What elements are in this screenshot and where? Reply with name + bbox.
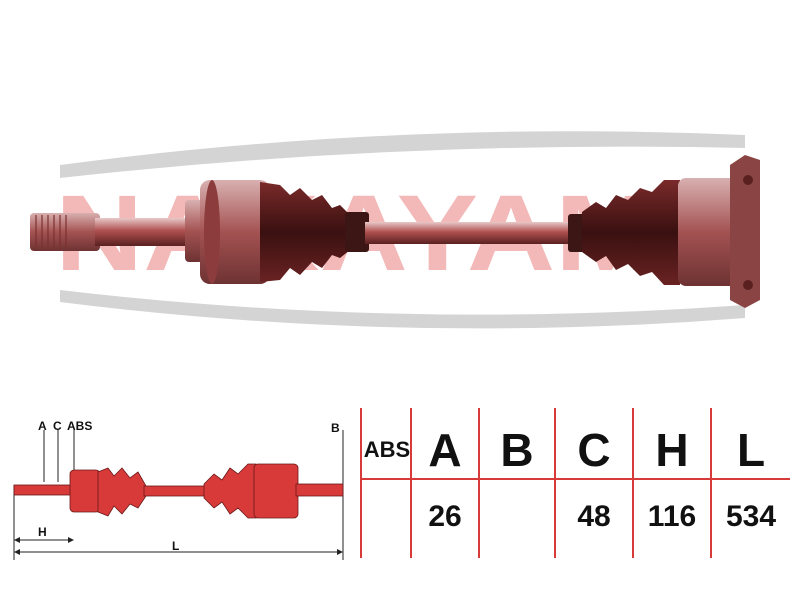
header-abs: ABS bbox=[363, 437, 411, 462]
shaft-schematic bbox=[13, 463, 344, 519]
value-abs bbox=[362, 490, 412, 544]
spec-table: ABS A B C H L 26 48 116 534 bbox=[360, 408, 790, 558]
product-photo: NAKAYAMA bbox=[30, 131, 760, 329]
value-h: 116 bbox=[647, 500, 697, 533]
value-b bbox=[480, 490, 554, 544]
label-h: H bbox=[38, 525, 47, 539]
header-l: L bbox=[736, 424, 766, 476]
drive-shaft-image bbox=[30, 155, 760, 308]
label-a: A bbox=[38, 419, 47, 433]
label-c: C bbox=[53, 419, 62, 433]
header-b: B bbox=[500, 424, 534, 476]
value-l: 534 bbox=[725, 500, 777, 533]
header-a: A bbox=[428, 424, 462, 476]
table-divider bbox=[360, 478, 790, 480]
dimension-diagram: A C ABS B H L bbox=[13, 419, 344, 560]
value-a: 26 bbox=[428, 500, 462, 533]
header-h: H bbox=[655, 424, 689, 476]
label-l: L bbox=[172, 539, 179, 553]
value-c: 48 bbox=[577, 500, 611, 533]
label-b: B bbox=[331, 421, 340, 435]
header-c: C bbox=[577, 424, 611, 476]
label-abs: ABS bbox=[67, 419, 92, 433]
